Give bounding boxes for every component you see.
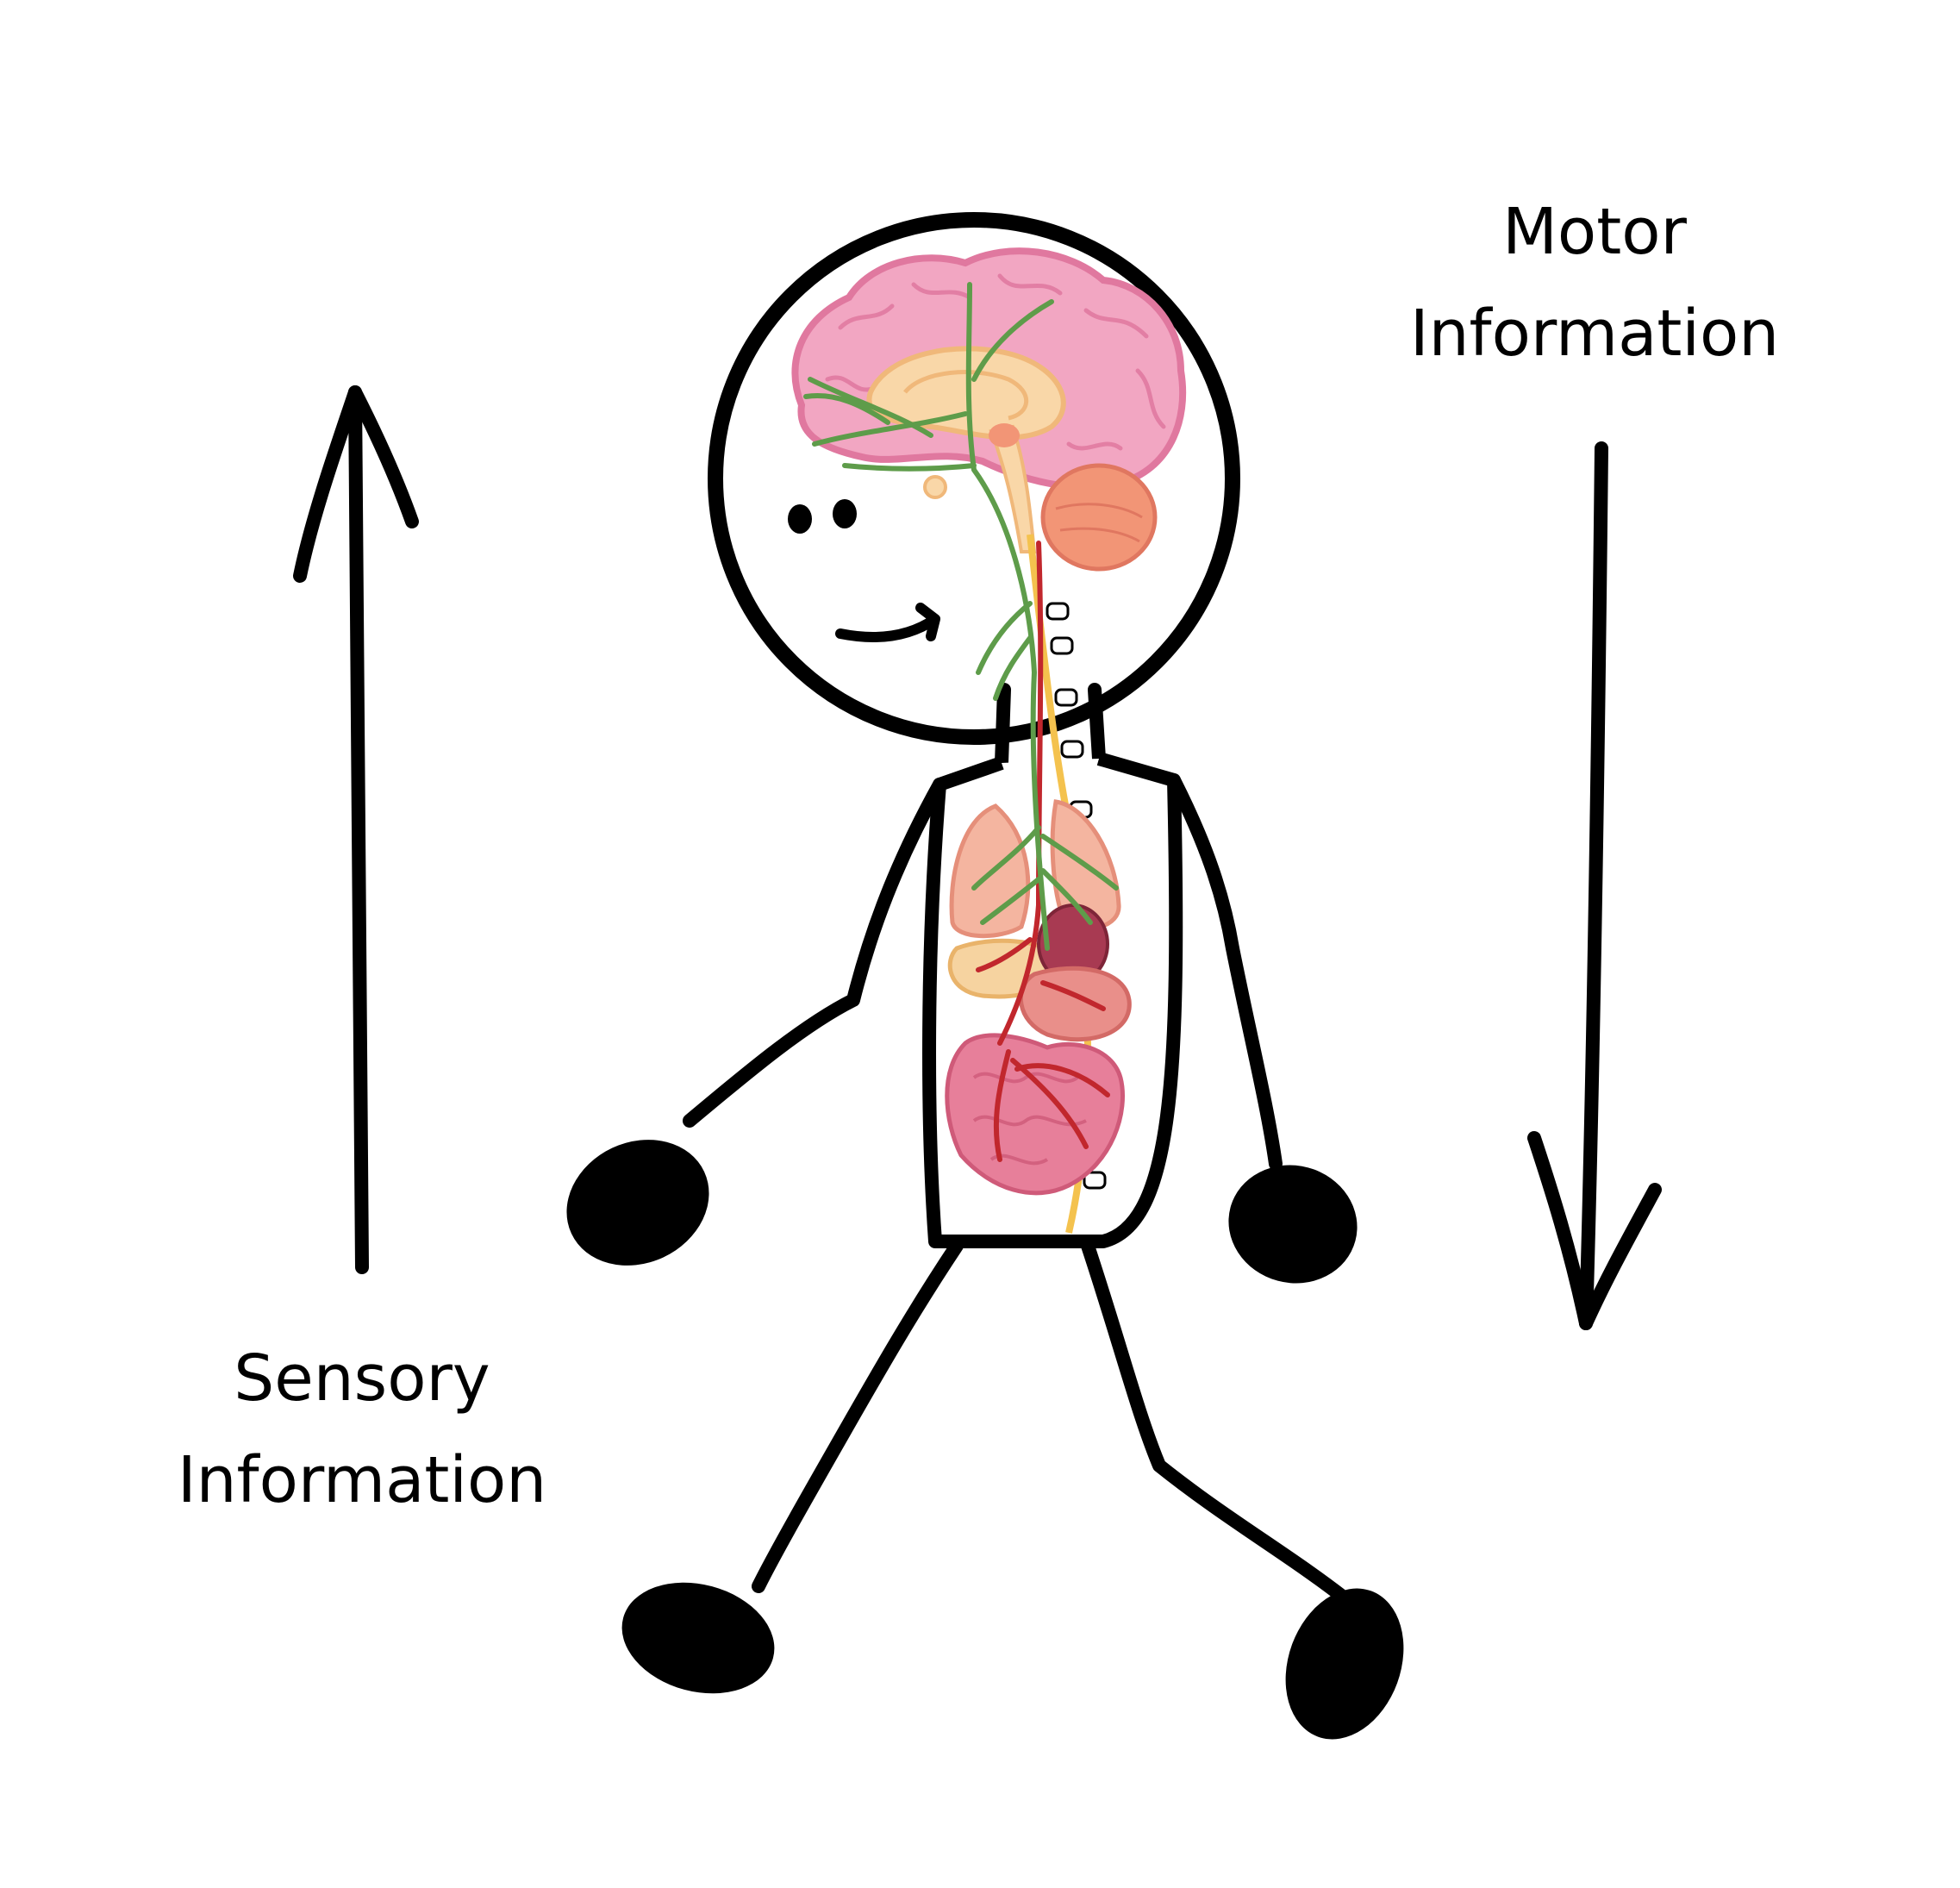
right-eye	[833, 499, 857, 528]
motor-arrow-down-icon	[1527, 441, 1662, 1330]
sensory-label-line2: Information	[177, 1443, 547, 1517]
left-hand	[566, 1140, 709, 1266]
left-leg	[752, 1239, 964, 1593]
left-eye	[788, 504, 812, 534]
right-hand	[1228, 1165, 1358, 1284]
nerves	[803, 282, 1119, 951]
neck	[995, 683, 1106, 770]
right-foot	[1285, 1588, 1404, 1740]
left-foot	[621, 1582, 775, 1694]
smile	[835, 603, 940, 643]
sensory-label-line1: Sensory	[234, 1341, 490, 1416]
head	[708, 212, 1240, 745]
sensory-information-label: Sensory Information	[103, 1328, 621, 1531]
motor-label-line1: Motor	[1502, 195, 1687, 269]
sensory-arrow-up-icon	[293, 385, 419, 1274]
motor-information-label: Motor Information	[1336, 181, 1853, 384]
stomach	[1019, 966, 1132, 1042]
motor-label-line2: Information	[1409, 297, 1780, 371]
right-arm	[1167, 773, 1283, 1171]
left-arm	[683, 778, 946, 1128]
right-leg	[1081, 1239, 1347, 1602]
